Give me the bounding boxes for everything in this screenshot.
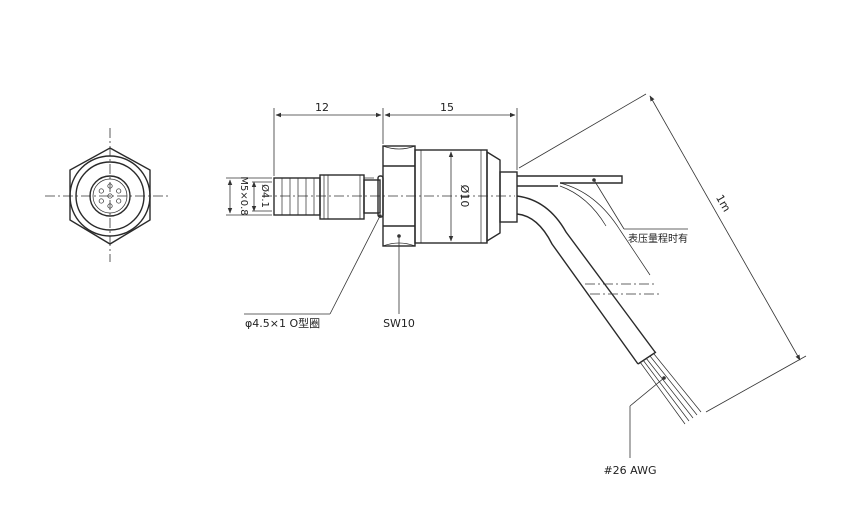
dimension-1m-label: 1m [713, 192, 733, 214]
cable-assembly [516, 175, 702, 425]
gauge-note-label: 表压量程时有 [628, 232, 688, 245]
dimension-d41: Ø4.1 [251, 181, 272, 212]
cable-sheath-top [516, 195, 656, 353]
dimension-m5-label: M5×0.8 [238, 176, 249, 215]
end-view [45, 128, 170, 262]
wire-bundle [637, 351, 702, 425]
dimension-15: 15 [384, 101, 518, 170]
end-view-body-ring [75, 161, 145, 231]
dimension-12: 12 [273, 101, 384, 176]
callout-gauge-note: 表压量程时有 [592, 178, 688, 245]
thread-lines [281, 178, 315, 215]
threaded-stem [273, 177, 321, 216]
end-view-connector-inner [92, 178, 128, 214]
callout-sw10: SW10 [383, 234, 415, 330]
dimension-d41-label: Ø4.1 [259, 184, 271, 208]
dimension-d10: Ø10 [448, 151, 471, 242]
side-view [262, 145, 518, 247]
end-view-hexagon [69, 147, 151, 245]
callout-oring: φ4.5×1 O型圈 [244, 214, 382, 330]
dimension-m5: M5×0.8 [226, 176, 272, 216]
cable-sheath-bottom [516, 213, 639, 365]
sw10-label: SW10 [383, 317, 415, 330]
oring-label: φ4.5×1 O型圈 [245, 316, 320, 330]
cable-boot [499, 171, 518, 223]
end-view-connector-ring [89, 175, 131, 217]
undercut [363, 179, 381, 214]
dimension-d10-label: Ø10 [458, 185, 471, 208]
callout-awg: #26 AWG [603, 376, 666, 477]
body-taper [486, 150, 501, 243]
connector-pins [98, 183, 122, 209]
stem-collar [319, 174, 365, 220]
dimension-12-label: 12 [315, 101, 329, 114]
awg-label: #26 AWG [603, 464, 656, 477]
dimension-15-label: 15 [440, 101, 454, 114]
vent-tube [517, 175, 623, 184]
end-view-outer-ring [69, 155, 151, 237]
